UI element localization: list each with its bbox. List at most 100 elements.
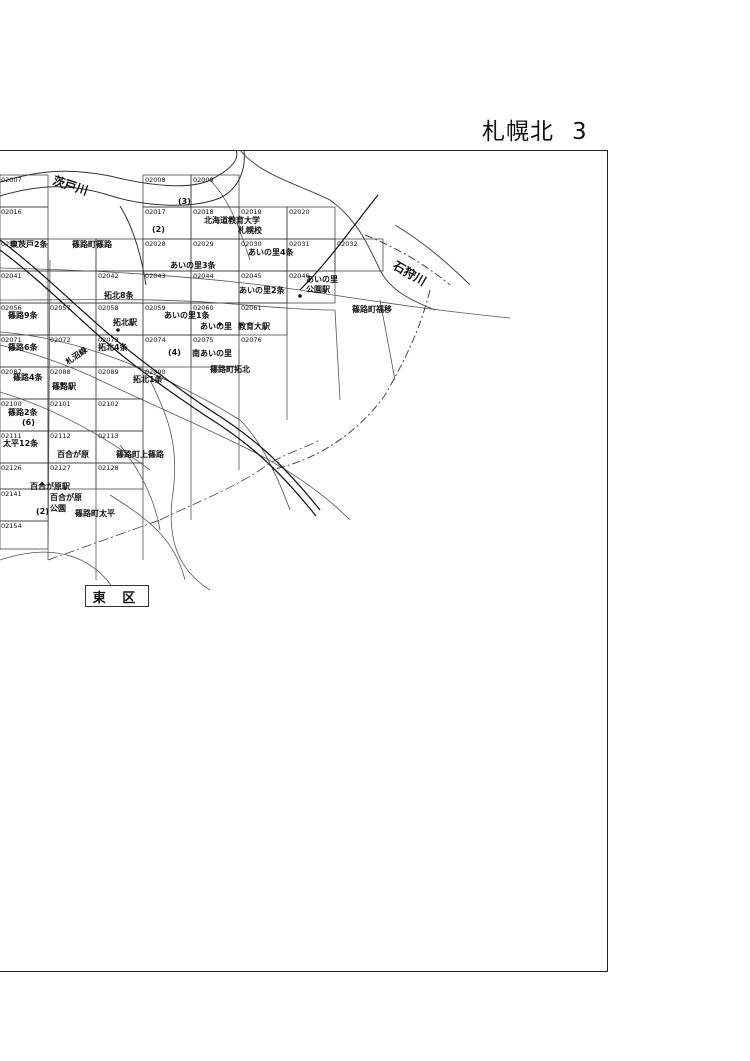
station-marker xyxy=(40,482,44,486)
place-name: 篠路2条 xyxy=(8,407,39,417)
bara-river xyxy=(0,149,245,286)
mesh-code: 02060 xyxy=(193,304,214,312)
mesh-code: 02088 xyxy=(50,368,71,376)
place-name: あいの里4条 xyxy=(248,247,295,257)
rail-label: 札沼線 xyxy=(63,345,89,368)
mesh-code: 02071 xyxy=(1,336,22,344)
place-name: 拓北4条 xyxy=(98,342,129,352)
place-name: 篠路町上篠路 xyxy=(116,449,165,459)
place-name: 篠路9条 xyxy=(8,310,39,320)
place-name: 南あいの里 xyxy=(192,348,232,358)
place-name: あいの里1条 xyxy=(164,310,211,320)
mesh-code: 02141 xyxy=(1,490,22,498)
mesh-code: 02008 xyxy=(145,176,166,184)
place-name: (2) xyxy=(152,225,165,234)
mesh-code: 02073 xyxy=(98,336,119,344)
mesh-code: 02045 xyxy=(241,272,262,280)
mesh-code: 02072 xyxy=(50,336,71,344)
place-name: 北海道教育大学 xyxy=(204,215,260,225)
place-name: 篠路駅 xyxy=(52,381,77,391)
place-name: 篠路4条 xyxy=(13,372,44,382)
place-name: 教育大駅 xyxy=(237,321,271,331)
mesh-code: 02057 xyxy=(50,304,71,312)
place-name: (3) xyxy=(178,197,191,206)
mesh-code: 02018 xyxy=(193,208,214,216)
mesh-code: 02113 xyxy=(98,432,119,440)
page-title: 札幌北 3 xyxy=(482,112,588,146)
railway-lines xyxy=(0,194,379,517)
mesh-code: 02112 xyxy=(50,432,71,440)
place-name: 篠路6条 xyxy=(8,342,39,352)
place-name: 百合が原 xyxy=(57,449,89,459)
road-network xyxy=(0,179,511,601)
place-name: あいの里 xyxy=(200,322,232,331)
place-name-labels: 北海道教育大学 札幌校 東茨戸2条 篠路町篠路 あいの里4条 あいの里3条 あい… xyxy=(2,197,392,518)
river-label-ishikari: 石狩川 xyxy=(390,257,430,288)
place-name: (2) xyxy=(36,507,49,516)
place-name: 篠路町拓北 xyxy=(210,364,250,374)
place-name: 拓北1条 xyxy=(133,374,164,384)
mesh-code: 02016 xyxy=(1,208,22,216)
mesh-code: 02074 xyxy=(145,336,166,344)
place-name: 太平12条 xyxy=(2,438,39,448)
place-name: 篠路町太平 xyxy=(75,508,115,518)
place-name: 札幌校 xyxy=(237,225,263,235)
mesh-code: 02042 xyxy=(98,272,119,280)
mesh-code: 02009 xyxy=(193,176,214,184)
mesh-code: 02030 xyxy=(241,240,262,248)
mesh-code: 02061 xyxy=(241,304,262,312)
place-name: あいの里 xyxy=(306,275,338,284)
river-label-bara: 茨戸川 xyxy=(51,173,90,198)
mesh-code: 02128 xyxy=(98,464,119,472)
place-name: 篠路町篠路 xyxy=(72,239,113,249)
mesh-code: 02102 xyxy=(98,400,119,408)
mesh-code-labels: 02007 02008 02009 02016 02017 02018 0201… xyxy=(1,176,358,530)
station-marker xyxy=(218,322,222,326)
mesh-code: 02087 xyxy=(1,368,22,376)
place-name: (4) xyxy=(168,348,181,357)
mesh-code: 02046 xyxy=(289,272,310,280)
mesh-code: 02076 xyxy=(241,336,262,344)
ishikari-river xyxy=(239,149,471,471)
map-frame xyxy=(0,150,608,972)
mesh-code: 02058 xyxy=(98,304,119,312)
map-page-number: 3 xyxy=(572,119,588,145)
place-name: 百合が原 xyxy=(50,492,82,502)
place-name: あいの里3条 xyxy=(170,260,217,270)
mesh-code: 02127 xyxy=(50,464,71,472)
place-name: 篠路町福移 xyxy=(352,304,392,314)
mesh-code: 02101 xyxy=(50,400,71,408)
mesh-code: 02100 xyxy=(1,400,22,408)
mesh-code: 02020 xyxy=(289,208,310,216)
station-markers xyxy=(40,294,302,486)
place-name: 公園駅 xyxy=(306,285,331,294)
mesh-code: 02017 xyxy=(145,208,166,216)
station-marker xyxy=(298,294,302,298)
mesh-code: 02075 xyxy=(193,336,214,344)
place-name: 百合が原駅 xyxy=(30,481,71,491)
place-name: あいの里2条 xyxy=(239,285,286,295)
mesh-code: 02126 xyxy=(1,464,22,472)
mesh-code: 02059 xyxy=(145,304,166,312)
ward-label: 東 区 xyxy=(85,585,149,607)
mesh-code: 02043 xyxy=(145,272,166,280)
mesh-code: 02032 xyxy=(337,240,358,248)
mesh-code: 02090 xyxy=(145,368,166,376)
mesh-code: 02056 xyxy=(1,304,22,312)
mesh-code: 02041 xyxy=(1,272,22,280)
map-sheet-name: 札幌北 xyxy=(482,119,554,145)
ward-boundary xyxy=(47,439,321,561)
place-name: 東茨戸2条 xyxy=(10,239,49,249)
station-marker xyxy=(116,328,120,332)
mesh-code: 02031 xyxy=(289,240,310,248)
place-name: 拓北8条 xyxy=(104,290,135,300)
station-marker xyxy=(60,382,64,386)
mesh-code: 02028 xyxy=(145,240,166,248)
mesh-code: 02044 xyxy=(193,272,214,280)
mesh-code: 02019 xyxy=(241,208,262,216)
place-name: (6) xyxy=(22,418,35,427)
mesh-code: 02029 xyxy=(193,240,214,248)
mesh-code: 02154 xyxy=(1,522,22,530)
place-name: 拓北駅 xyxy=(113,317,138,327)
